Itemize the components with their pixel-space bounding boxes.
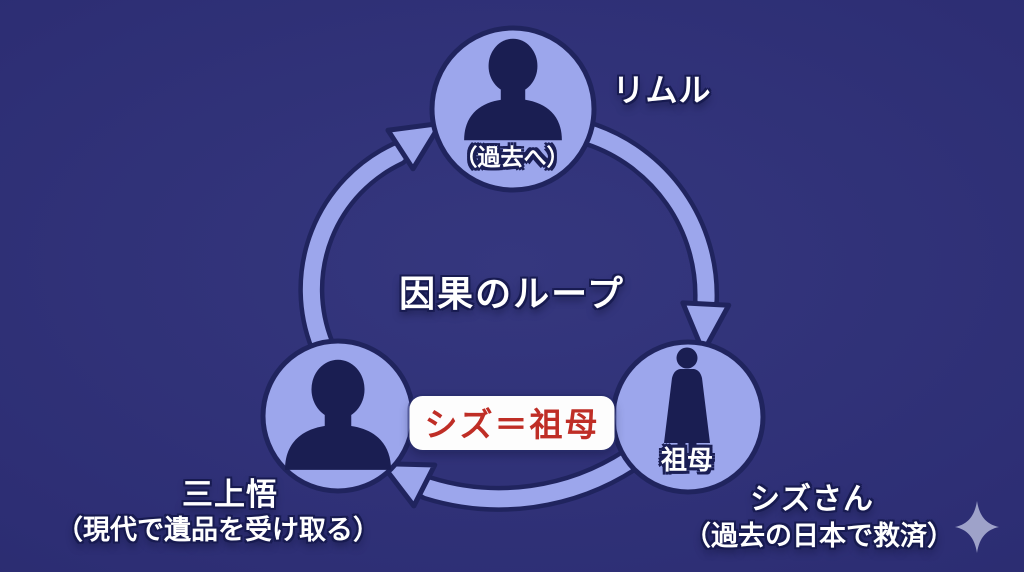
equation-text: シズ＝祖母 [424, 406, 600, 443]
equation-badge: シズ＝祖母 [409, 396, 615, 450]
node-rimuru [429, 25, 597, 193]
node-label-shizu: シズさん [750, 483, 874, 516]
node-satoru [260, 338, 416, 494]
diagram-title: 因果のループ [399, 273, 625, 314]
node-tag-grandmother: 祖母 [660, 445, 714, 475]
node-label-satoru: 三上悟 [182, 477, 278, 512]
node-note-rimuru: （過去へ） [454, 144, 570, 170]
arrow-down-to-shizu [577, 121, 729, 353]
node-note-satoru: （現代で遺品を受け取る） [56, 515, 380, 545]
arrow-up-to-rimuru [298, 104, 453, 358]
node-note-shizu: （過去の日本で救済） [684, 521, 954, 551]
sparkle-icon [955, 501, 999, 553]
node-label-rimuru: リムル [612, 72, 712, 108]
arrow-left-to-satoru [371, 443, 643, 512]
